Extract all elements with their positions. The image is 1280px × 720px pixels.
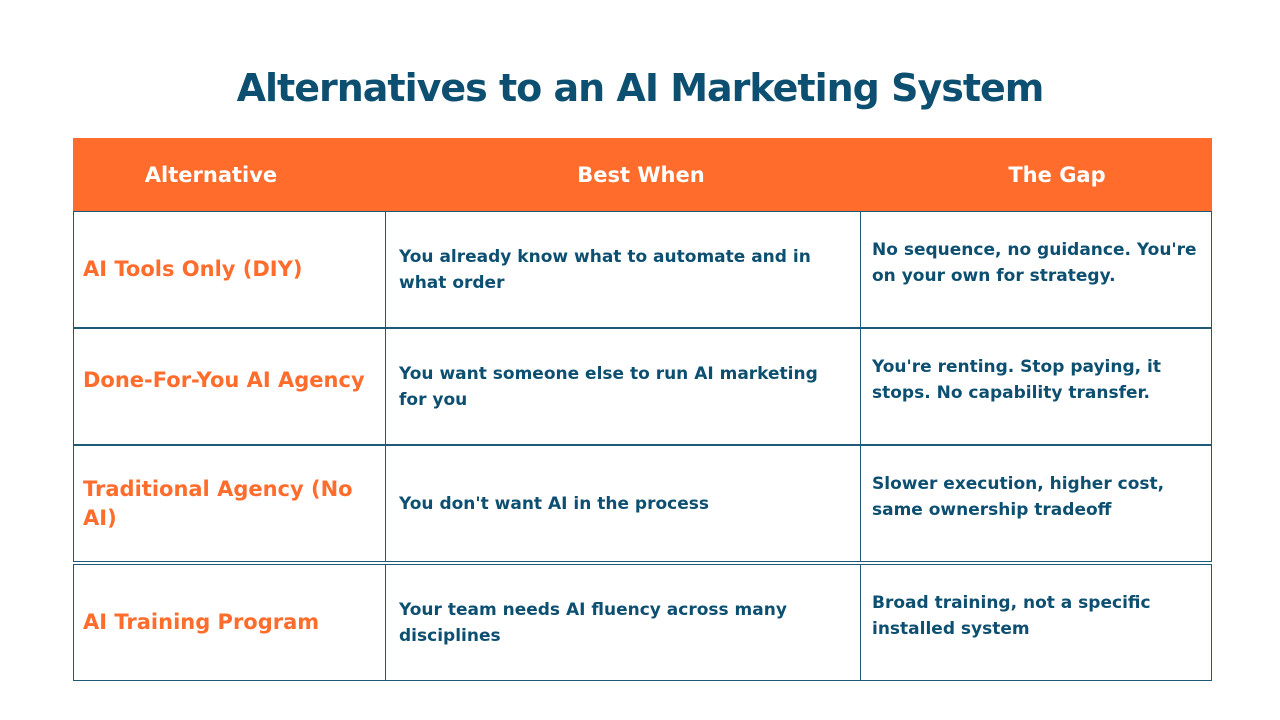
header-alternative: Alternative <box>144 162 278 187</box>
table-row: Done-For-You AI Agency You want someone … <box>73 328 1212 445</box>
best-when-text: You already know what to automate and in… <box>399 246 811 293</box>
alternative-name: Traditional Agency (No AI) <box>83 476 353 530</box>
gap-cell: Broad training, not a specific installed… <box>860 564 1212 681</box>
alternative-cell: Done-For-You AI Agency <box>73 328 386 445</box>
page-title: Alternatives to an AI Marketing System <box>236 66 1045 110</box>
header-best-when: Best When <box>577 162 705 187</box>
table-row: AI Tools Only (DIY) You already know wha… <box>73 211 1212 328</box>
alternative-cell: Traditional Agency (No AI) <box>73 445 386 562</box>
alternative-name: AI Training Program <box>83 610 320 634</box>
gap-text: Slower execution, higher cost, same owne… <box>872 474 1165 520</box>
gap-cell: You're renting. Stop paying, it stops. N… <box>860 328 1212 445</box>
gap-text: You're renting. Stop paying, it stops. N… <box>872 357 1161 403</box>
alternative-cell: AI Tools Only (DIY) <box>73 211 386 328</box>
best-when-text: You want someone else to run AI marketin… <box>399 363 818 410</box>
gap-text: Broad training, not a specific installed… <box>872 593 1151 639</box>
alternative-cell: AI Training Program <box>73 564 386 681</box>
table-row: Traditional Agency (No AI) You don't wan… <box>73 445 1212 562</box>
best-when-cell: Your team needs AI fluency across many d… <box>385 564 861 681</box>
best-when-text: You don't want AI in the process <box>399 493 709 514</box>
best-when-cell: You already know what to automate and in… <box>385 211 861 328</box>
best-when-cell: You want someone else to run AI marketin… <box>385 328 861 445</box>
alternative-name: AI Tools Only (DIY) <box>83 257 303 281</box>
best-when-cell: You don't want AI in the process <box>385 445 861 562</box>
gap-cell: Slower execution, higher cost, same owne… <box>860 445 1212 562</box>
gap-text: No sequence, no guidance. You're on your… <box>872 240 1197 286</box>
alternative-name: Done-For-You AI Agency <box>83 367 365 392</box>
header-the-gap: The Gap <box>1008 162 1106 187</box>
gap-cell: No sequence, no guidance. You're on your… <box>860 211 1212 328</box>
table-row: AI Training Program Your team needs AI f… <box>73 564 1212 681</box>
table-header-row: Alternative Best When The Gap <box>73 138 1212 211</box>
best-when-text: Your team needs AI fluency across many d… <box>399 599 787 646</box>
